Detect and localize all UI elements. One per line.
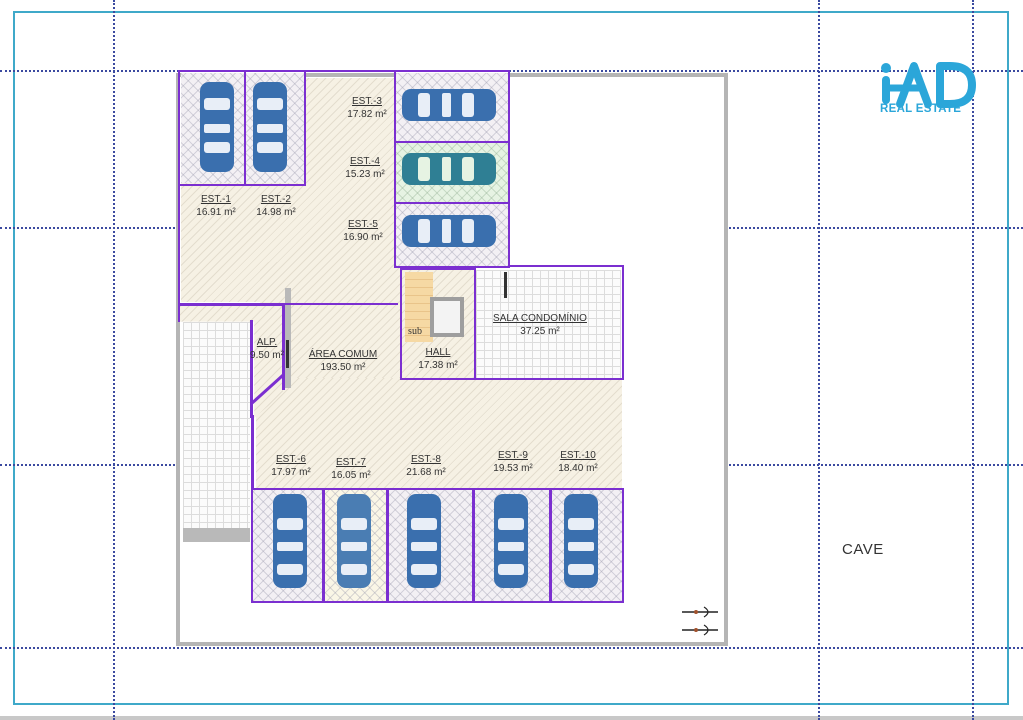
- room-label-sala-condominio: SALA CONDOMÍNIO 37.25 m²: [490, 312, 590, 338]
- parking-area: 16.90 m²: [343, 232, 383, 243]
- lower-parking-outline: [251, 488, 624, 603]
- parking-area: 16.05 m²: [331, 470, 371, 481]
- parking-id: EST.-2: [260, 194, 291, 205]
- car-icon: [564, 494, 598, 588]
- room-name: ALP.: [256, 337, 278, 348]
- room-label-alp: ALP. 9.50 m²: [250, 336, 284, 362]
- parking-area: 18.40 m²: [558, 463, 598, 474]
- car-icon: [337, 494, 371, 588]
- parking-area: 17.97 m²: [271, 467, 311, 478]
- divider-7-8: [386, 488, 389, 603]
- parking-area: 16.91 m²: [196, 207, 236, 218]
- divider-6-7: [322, 488, 325, 603]
- alp-wall: [285, 288, 291, 388]
- room-area: 37.25 m²: [520, 326, 560, 337]
- parking-area: 19.53 m²: [493, 463, 533, 474]
- parking-id: EST.-9: [497, 450, 528, 461]
- area-comum-lower: [256, 378, 622, 490]
- arrow-symbol-icon: [682, 606, 718, 618]
- room-label-hall: HALL 17.38 m²: [412, 346, 464, 372]
- logo-subtitle: REAL ESTATE: [880, 103, 962, 115]
- sala-condominio-room: [476, 270, 621, 378]
- guide-line-v: [818, 0, 820, 720]
- car-icon: [402, 89, 496, 121]
- upper-left-outline: [178, 70, 398, 305]
- elevator-shaft: [430, 297, 464, 337]
- guide-line-h: [0, 70, 1023, 72]
- parking-label-3: EST.-3 17.82 m²: [340, 95, 394, 121]
- parking-area: 17.82 m²: [347, 109, 387, 120]
- car-icon: [402, 215, 496, 247]
- parking-id: EST.-10: [560, 450, 596, 461]
- room-name: HALL: [425, 347, 451, 358]
- sheet-frame: [13, 11, 1009, 705]
- arrow-symbol-icon: [682, 624, 718, 636]
- sala-door: [504, 272, 507, 298]
- parking-label-9: EST.-9 19.53 m²: [484, 449, 542, 475]
- parking-area: 15.23 m²: [345, 169, 385, 180]
- parking-id: EST.-6: [275, 454, 306, 465]
- parking-label-5: EST.-5 16.90 m²: [336, 218, 390, 244]
- parking-label-4: EST.-4 15.23 m²: [338, 155, 392, 181]
- ramp-wall: [183, 528, 250, 542]
- guide-line-h: [0, 647, 1023, 649]
- parking-label-2: EST.-2 14.98 m²: [250, 193, 302, 219]
- parking-id: EST.-1: [200, 194, 231, 205]
- stair-label: sub: [408, 326, 422, 337]
- common-area-left-outline: [251, 415, 254, 490]
- parking-space-5-outline: [394, 202, 510, 268]
- guide-line-v: [972, 0, 974, 720]
- car-icon: [402, 153, 496, 185]
- car-icon: [494, 494, 528, 588]
- car-icon: [200, 82, 234, 172]
- ramp-area: [183, 322, 250, 530]
- guide-line-v: [113, 0, 115, 720]
- iad-logo-icon: [881, 62, 976, 108]
- level-name: CAVE: [842, 541, 884, 558]
- alp-divider: [250, 320, 253, 418]
- parking-area: 21.68 m²: [406, 467, 446, 478]
- room-name: SALA CONDOMÍNIO: [493, 313, 587, 324]
- alp-door: [286, 340, 289, 368]
- parking-id: EST.-4: [349, 156, 380, 167]
- bottom-edge: [0, 716, 1023, 720]
- parking-id: EST.-8: [410, 454, 441, 465]
- parking-label-8: EST.-8 21.68 m²: [397, 453, 455, 479]
- parking-id: EST.-5: [347, 219, 378, 230]
- divider-9-10: [549, 488, 552, 603]
- parking-label-6: EST.-6 17.97 m²: [264, 453, 318, 479]
- room-name: ÁREA COMUM: [308, 349, 378, 360]
- stairs: [405, 272, 433, 342]
- room-area: 193.50 m²: [320, 362, 366, 373]
- room-area: 9.50 m²: [250, 350, 284, 361]
- car-icon: [253, 82, 287, 172]
- room-area: 17.38 m²: [418, 360, 458, 371]
- sala-condominio-outline: [474, 265, 624, 380]
- parking-label-1: EST.-1 16.91 m²: [190, 193, 242, 219]
- parking-id: EST.-3: [351, 96, 382, 107]
- divider-8-9: [472, 488, 475, 603]
- car-icon: [407, 494, 441, 588]
- parking-label-7: EST.-7 16.05 m²: [324, 456, 378, 482]
- parking-area: 14.98 m²: [256, 207, 296, 218]
- room-label-area-comum: ÁREA COMUM 193.50 m²: [300, 348, 386, 374]
- alp-divider-right: [282, 304, 285, 390]
- alp-outline: [178, 304, 285, 322]
- parking-id: EST.-7: [335, 457, 366, 468]
- car-icon: [273, 494, 307, 588]
- parking-label-10: EST.-10 18.40 m²: [548, 449, 608, 475]
